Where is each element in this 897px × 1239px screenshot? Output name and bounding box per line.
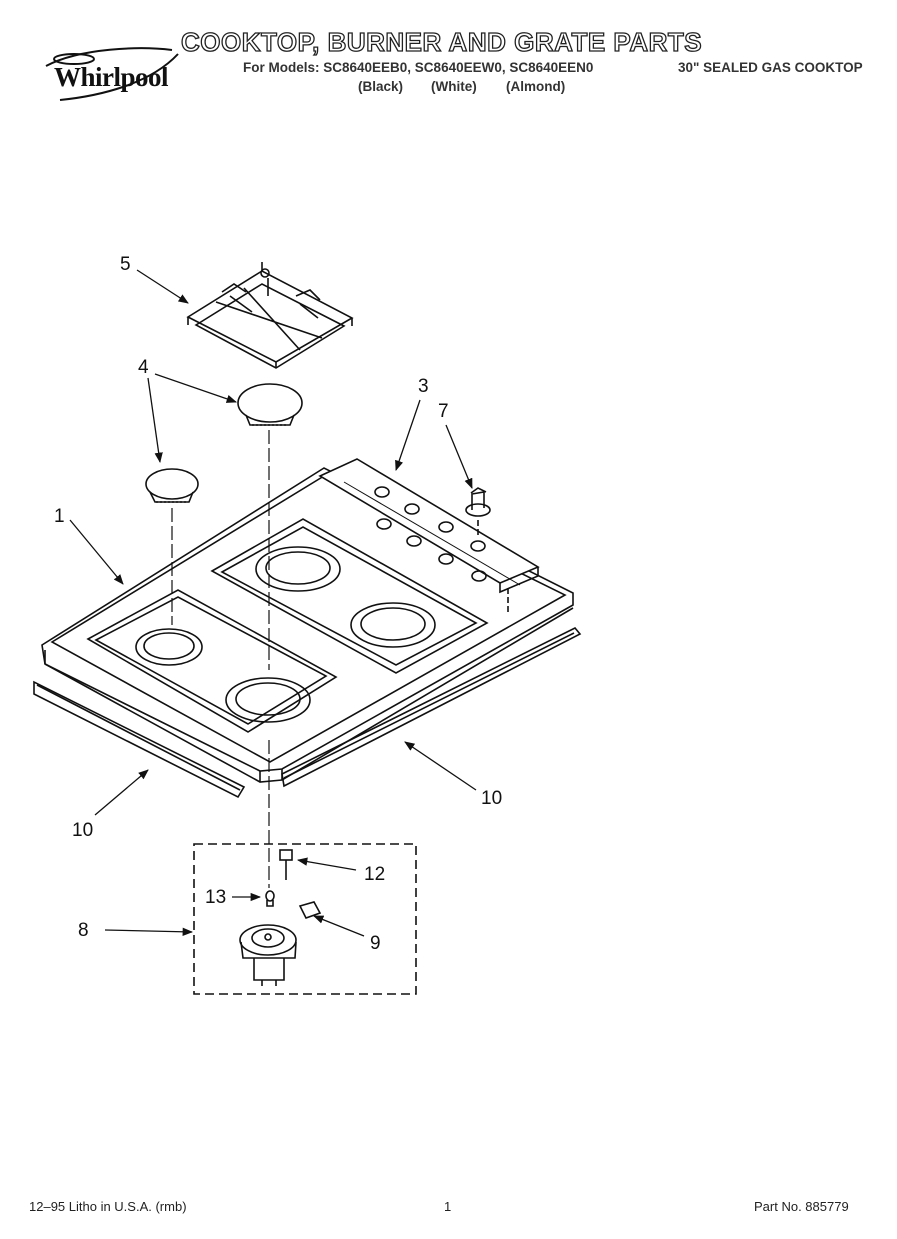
- cooktop-body: [41, 467, 574, 783]
- footer-page-number: 1: [444, 1199, 452, 1214]
- whirlpool-logo: Whirlpool: [40, 44, 190, 104]
- igniter-electrode: [279, 849, 293, 880]
- callout-12: 12: [364, 864, 385, 885]
- whirlpool-swirl-icon: [45, 47, 179, 101]
- page-title: COOKTOP, BURNER AND GRATE PARTS: [180, 26, 703, 57]
- callout-13: 13: [205, 887, 226, 908]
- orifice-screw: [265, 890, 275, 907]
- burner-assembly-box: [193, 843, 417, 995]
- color-almond: (Almond): [506, 79, 566, 94]
- control-panel: [318, 458, 540, 612]
- callout-10-left: 10: [72, 820, 93, 841]
- brand-name: Whirlpool: [54, 62, 169, 92]
- burner-base: [239, 924, 297, 986]
- callout-10-right: 10: [481, 788, 502, 809]
- footer-litho: 12–95 Litho in U.S.A. (rmb): [29, 1199, 187, 1214]
- control-knob: [465, 487, 491, 517]
- cooktop-type: 30" SEALED GAS COOKTOP: [678, 60, 863, 75]
- callout-leaders: [69, 269, 477, 937]
- alignment-lines: [171, 430, 270, 888]
- burner-caps: [145, 383, 303, 503]
- trim-strips: [33, 627, 582, 799]
- callout-8: 8: [78, 920, 89, 941]
- footer-part-number: Part No. 885779: [754, 1199, 849, 1214]
- clip-part: [298, 901, 322, 919]
- callout-3: 3: [418, 376, 429, 397]
- color-white: (White): [431, 79, 477, 94]
- callout-4: 4: [138, 357, 149, 378]
- burner-rings: [135, 546, 436, 723]
- color-black: (Black): [358, 79, 404, 94]
- callout-7: 7: [438, 401, 449, 422]
- models-line: For Models: SC8640EEB0, SC8640EEW0, SC86…: [243, 60, 594, 75]
- callout-1: 1: [54, 506, 65, 527]
- callout-5: 5: [120, 254, 131, 275]
- callout-9: 9: [370, 933, 381, 954]
- burner-grate: [186, 262, 354, 369]
